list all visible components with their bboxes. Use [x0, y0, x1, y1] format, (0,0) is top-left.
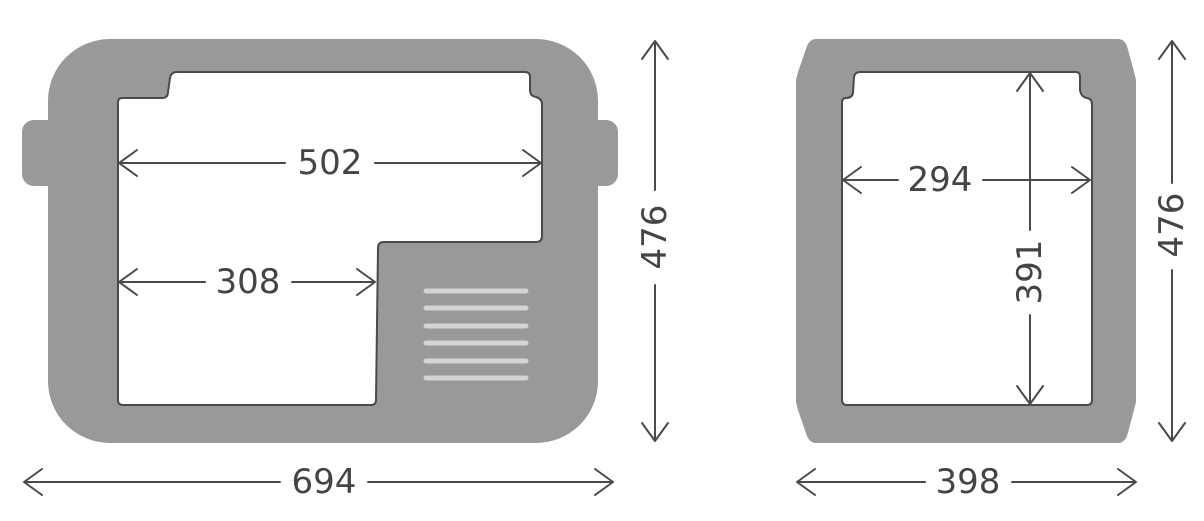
- side-cavity: [117, 71, 543, 406]
- dimension-308: 308: [118, 262, 376, 302]
- label-308: 308: [216, 262, 281, 302]
- label-398: 398: [936, 462, 1001, 502]
- label-294: 294: [908, 160, 973, 200]
- front-cavity: [841, 71, 1093, 406]
- front-view: 294 391 476 398: [796, 39, 1192, 502]
- dimension-294: 294: [842, 160, 1091, 200]
- vent-grille: [423, 288, 529, 381]
- side-view: 502 308 476 694: [22, 39, 675, 502]
- label-391: 391: [1010, 240, 1050, 305]
- label-476-front: 476: [1152, 193, 1192, 258]
- dimension-694: 694: [23, 462, 614, 502]
- dimension-391: 391: [1010, 72, 1050, 405]
- dimension-476-front: 476: [1152, 40, 1192, 442]
- dimension-502: 502: [118, 143, 542, 183]
- label-476-side: 476: [635, 205, 675, 270]
- dimension-476-side: 476: [635, 40, 675, 442]
- label-502: 502: [298, 143, 363, 183]
- label-694: 694: [292, 462, 357, 502]
- dimension-398: 398: [796, 462, 1137, 502]
